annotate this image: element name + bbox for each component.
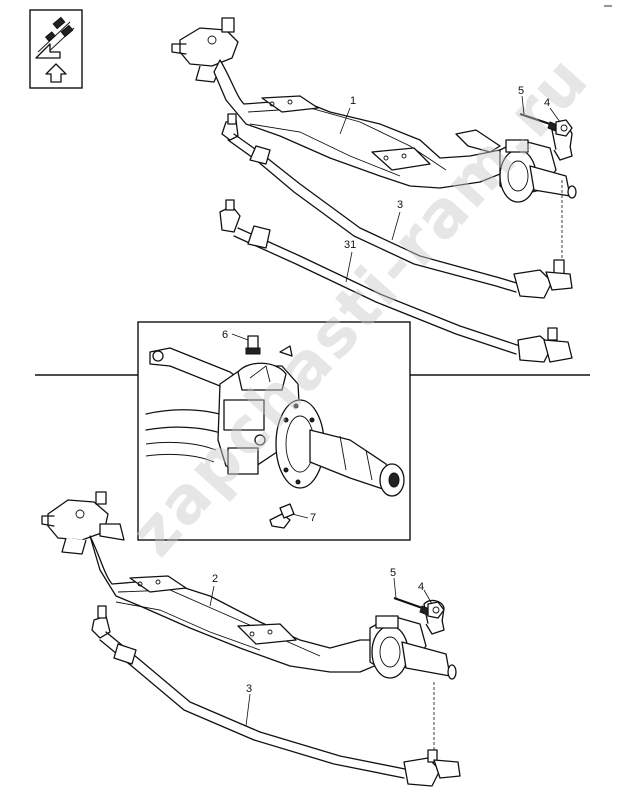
callout-lower-axle: 2 <box>209 573 218 607</box>
drag-link[interactable] <box>219 199 573 363</box>
callout-label: 5 <box>518 85 524 97</box>
callout-label: 3 <box>246 683 252 695</box>
callout-label: 4 <box>544 97 550 109</box>
callout-lower-tie-rod: 3 <box>245 683 252 727</box>
callout-inset-bottom: 7 <box>291 512 316 524</box>
callout-lower-bolt: 5 <box>390 567 397 599</box>
callout-label: 31 <box>344 239 356 251</box>
upper-tie-rod[interactable] <box>221 113 573 299</box>
callout-inset-top: 6 <box>222 329 249 341</box>
up-arrow-icon[interactable] <box>45 63 67 83</box>
callout-label: 1 <box>350 95 356 107</box>
callout-upper-nut: 4 <box>544 97 561 123</box>
inset-fitting-bottom[interactable] <box>269 503 295 529</box>
navigation-icon-box[interactable] <box>29 9 83 89</box>
navigation-arrows-icon <box>35 16 75 59</box>
inset-detail-box <box>137 321 411 541</box>
lower-axle-beam[interactable] <box>41 491 457 680</box>
callout-upper-bolt: 5 <box>518 85 525 115</box>
inset-knuckle[interactable] <box>145 347 405 497</box>
callout-label: 7 <box>310 512 316 524</box>
lower-tie-rod[interactable] <box>91 605 461 787</box>
callout-label: 4 <box>418 581 424 593</box>
lower-nut[interactable] <box>427 601 445 619</box>
callout-label: 3 <box>397 199 403 211</box>
callout-upper-axle: 1 <box>339 95 356 135</box>
callout-drag-link: 31 <box>344 239 356 283</box>
inset-fitting-top[interactable] <box>245 335 293 357</box>
callout-lower-nut: 4 <box>418 581 433 605</box>
callout-label: 6 <box>222 329 228 341</box>
callout-upper-tie-rod: 3 <box>391 199 403 241</box>
upper-nut[interactable] <box>555 119 573 137</box>
upper-axle-beam[interactable] <box>171 17 577 203</box>
callout-label: 2 <box>212 573 218 585</box>
callout-label: 5 <box>390 567 396 579</box>
